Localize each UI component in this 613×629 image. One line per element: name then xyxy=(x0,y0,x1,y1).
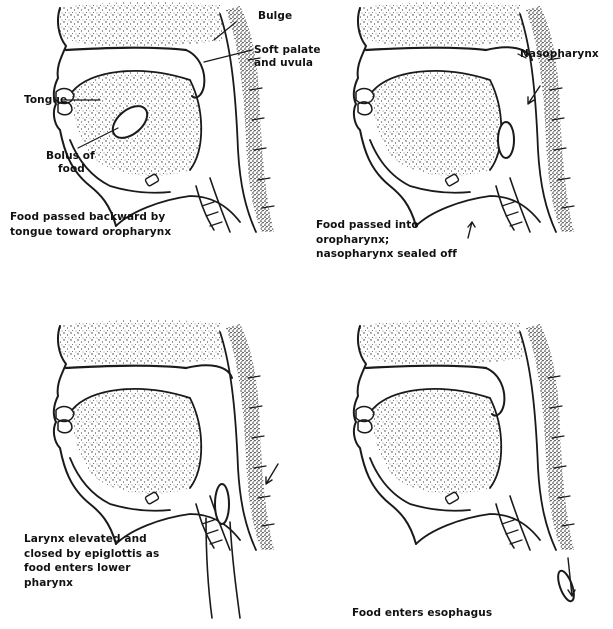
panel3-caption-line2: closed by epiglottis as xyxy=(24,547,159,562)
panel4-caption: Food enters esophagus xyxy=(352,606,492,621)
bolus-label-line1: Bolus of xyxy=(46,150,95,163)
panel1-caption: Food passed backward by tongue toward or… xyxy=(10,210,171,239)
soft-palate-label-line1: Soft palate xyxy=(254,44,321,57)
panel2-caption-line3: nasopharynx sealed off xyxy=(316,247,457,262)
panel4-caption-line1: Food enters esophagus xyxy=(352,606,492,621)
panel1-caption-line2: tongue toward oropharynx xyxy=(10,225,171,240)
panel3-caption-line3: food enters lower xyxy=(24,561,159,576)
panel2-caption-line1: Food passed into xyxy=(316,218,457,233)
soft-palate-label: Soft palate and uvula xyxy=(254,44,321,70)
nasopharynx-label: Nasopharynx xyxy=(520,48,599,61)
tongue-label: Tongue xyxy=(24,94,67,107)
panel3-caption-line1: Larynx elevated and xyxy=(24,532,159,547)
bulge-label: Bulge xyxy=(258,10,292,23)
panel3-caption-line4: pharynx xyxy=(24,576,159,591)
soft-palate-label-line2: and uvula xyxy=(254,57,321,70)
panel-esophageal-stage-diagram xyxy=(300,318,600,629)
panel2-caption: Food passed into oropharynx; nasopharynx… xyxy=(316,218,457,262)
bolus-of-food-label: Bolus of food xyxy=(46,150,95,176)
panel1-caption-line1: Food passed backward by xyxy=(10,210,171,225)
panel3-caption: Larynx elevated and closed by epiglottis… xyxy=(24,532,159,590)
panel2-caption-line2: oropharynx; xyxy=(316,233,457,248)
bolus-label-line2: food xyxy=(46,163,95,176)
